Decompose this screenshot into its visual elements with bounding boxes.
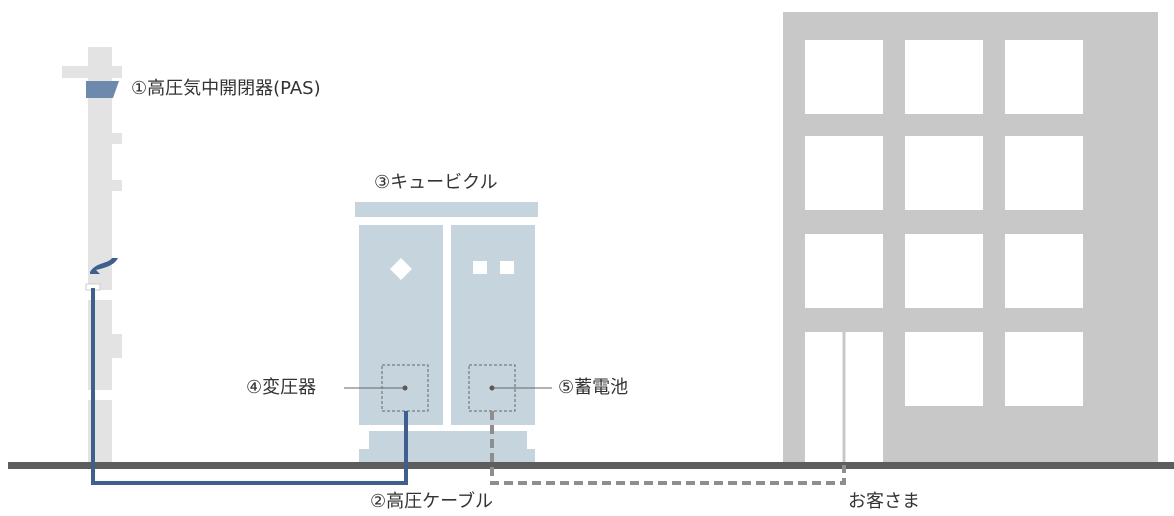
diamond-icon [390, 258, 412, 280]
ground-line [8, 462, 1174, 469]
square-icon [500, 261, 514, 274]
pole-step [112, 180, 122, 191]
pas-box [86, 81, 119, 98]
customer-label: お客さま [848, 491, 920, 512]
customer-building [783, 12, 1158, 465]
cubicle-door-left [359, 225, 443, 425]
cable-label: ②高圧ケーブル [370, 491, 494, 512]
pas-label: ①高圧気中開閉器(PAS) [131, 78, 321, 99]
transformer-label: ④変圧器 [246, 377, 317, 398]
pole-step [112, 133, 122, 144]
building-windows [805, 40, 1083, 406]
cubicle-roof [355, 202, 538, 217]
hv-cable [91, 288, 408, 485]
pole-gap [86, 390, 114, 400]
pole-crossarm [62, 66, 122, 78]
lv-line [490, 411, 846, 485]
pole-gap [86, 290, 114, 300]
cubicle-base [369, 431, 527, 451]
cubicle-door-right [451, 225, 535, 425]
cubicle-label: ③キュービクル [374, 172, 498, 193]
square-icon [473, 261, 487, 274]
cubicle [355, 202, 538, 465]
pole-step [112, 334, 122, 358]
battery-label: ⑤蓄電池 [558, 377, 629, 398]
